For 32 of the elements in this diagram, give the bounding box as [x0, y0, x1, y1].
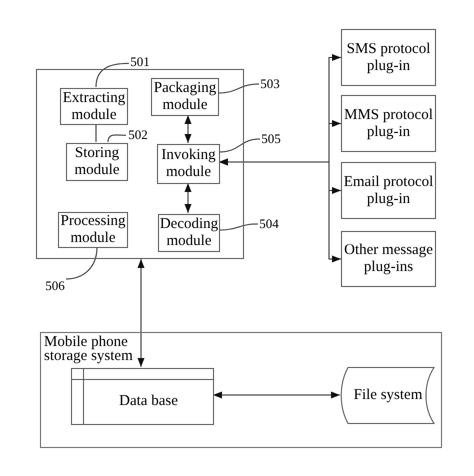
leader-line [218, 138, 260, 152]
callout-number: 505 [260, 132, 282, 146]
group-title: Mobile phone storage system [44, 335, 134, 363]
module-box: Storing module [66, 143, 128, 181]
callout-number: 502 [127, 128, 149, 142]
leader-line [108, 134, 126, 142]
double-arrow [138, 258, 144, 368]
leader-line [66, 246, 98, 280]
module-box: Invoking module [157, 144, 220, 184]
callout-number: 506 [44, 279, 66, 293]
file-storage-shape: File system [341, 367, 435, 424]
leader-line [96, 62, 130, 88]
plugin-box: Other message plug-ins [341, 231, 436, 287]
leader-line [218, 84, 260, 94]
callout-number: 503 [259, 77, 281, 91]
module-container [36, 69, 244, 259]
double-arrow [184, 114, 192, 144]
plugin-box: MMS protocol plug-in [341, 95, 436, 152]
database-box: Data base [71, 368, 214, 425]
plugin-box: SMS protocol plug-in [341, 29, 436, 86]
module-box: Processing module [58, 212, 128, 248]
double-arrow [212, 392, 340, 398]
module-box: Packaging module [151, 78, 219, 116]
storage-system-frame [40, 332, 442, 448]
double-arrow [218, 158, 342, 262]
callout-number: 504 [258, 217, 280, 231]
module-box: Extracting module [60, 88, 128, 125]
double-arrow [184, 182, 192, 214]
module-box: Decoding module [158, 214, 220, 252]
leader-line [218, 224, 258, 230]
callout-number: 501 [129, 55, 151, 69]
plugin-box: Email protocol plug-in [341, 162, 436, 219]
